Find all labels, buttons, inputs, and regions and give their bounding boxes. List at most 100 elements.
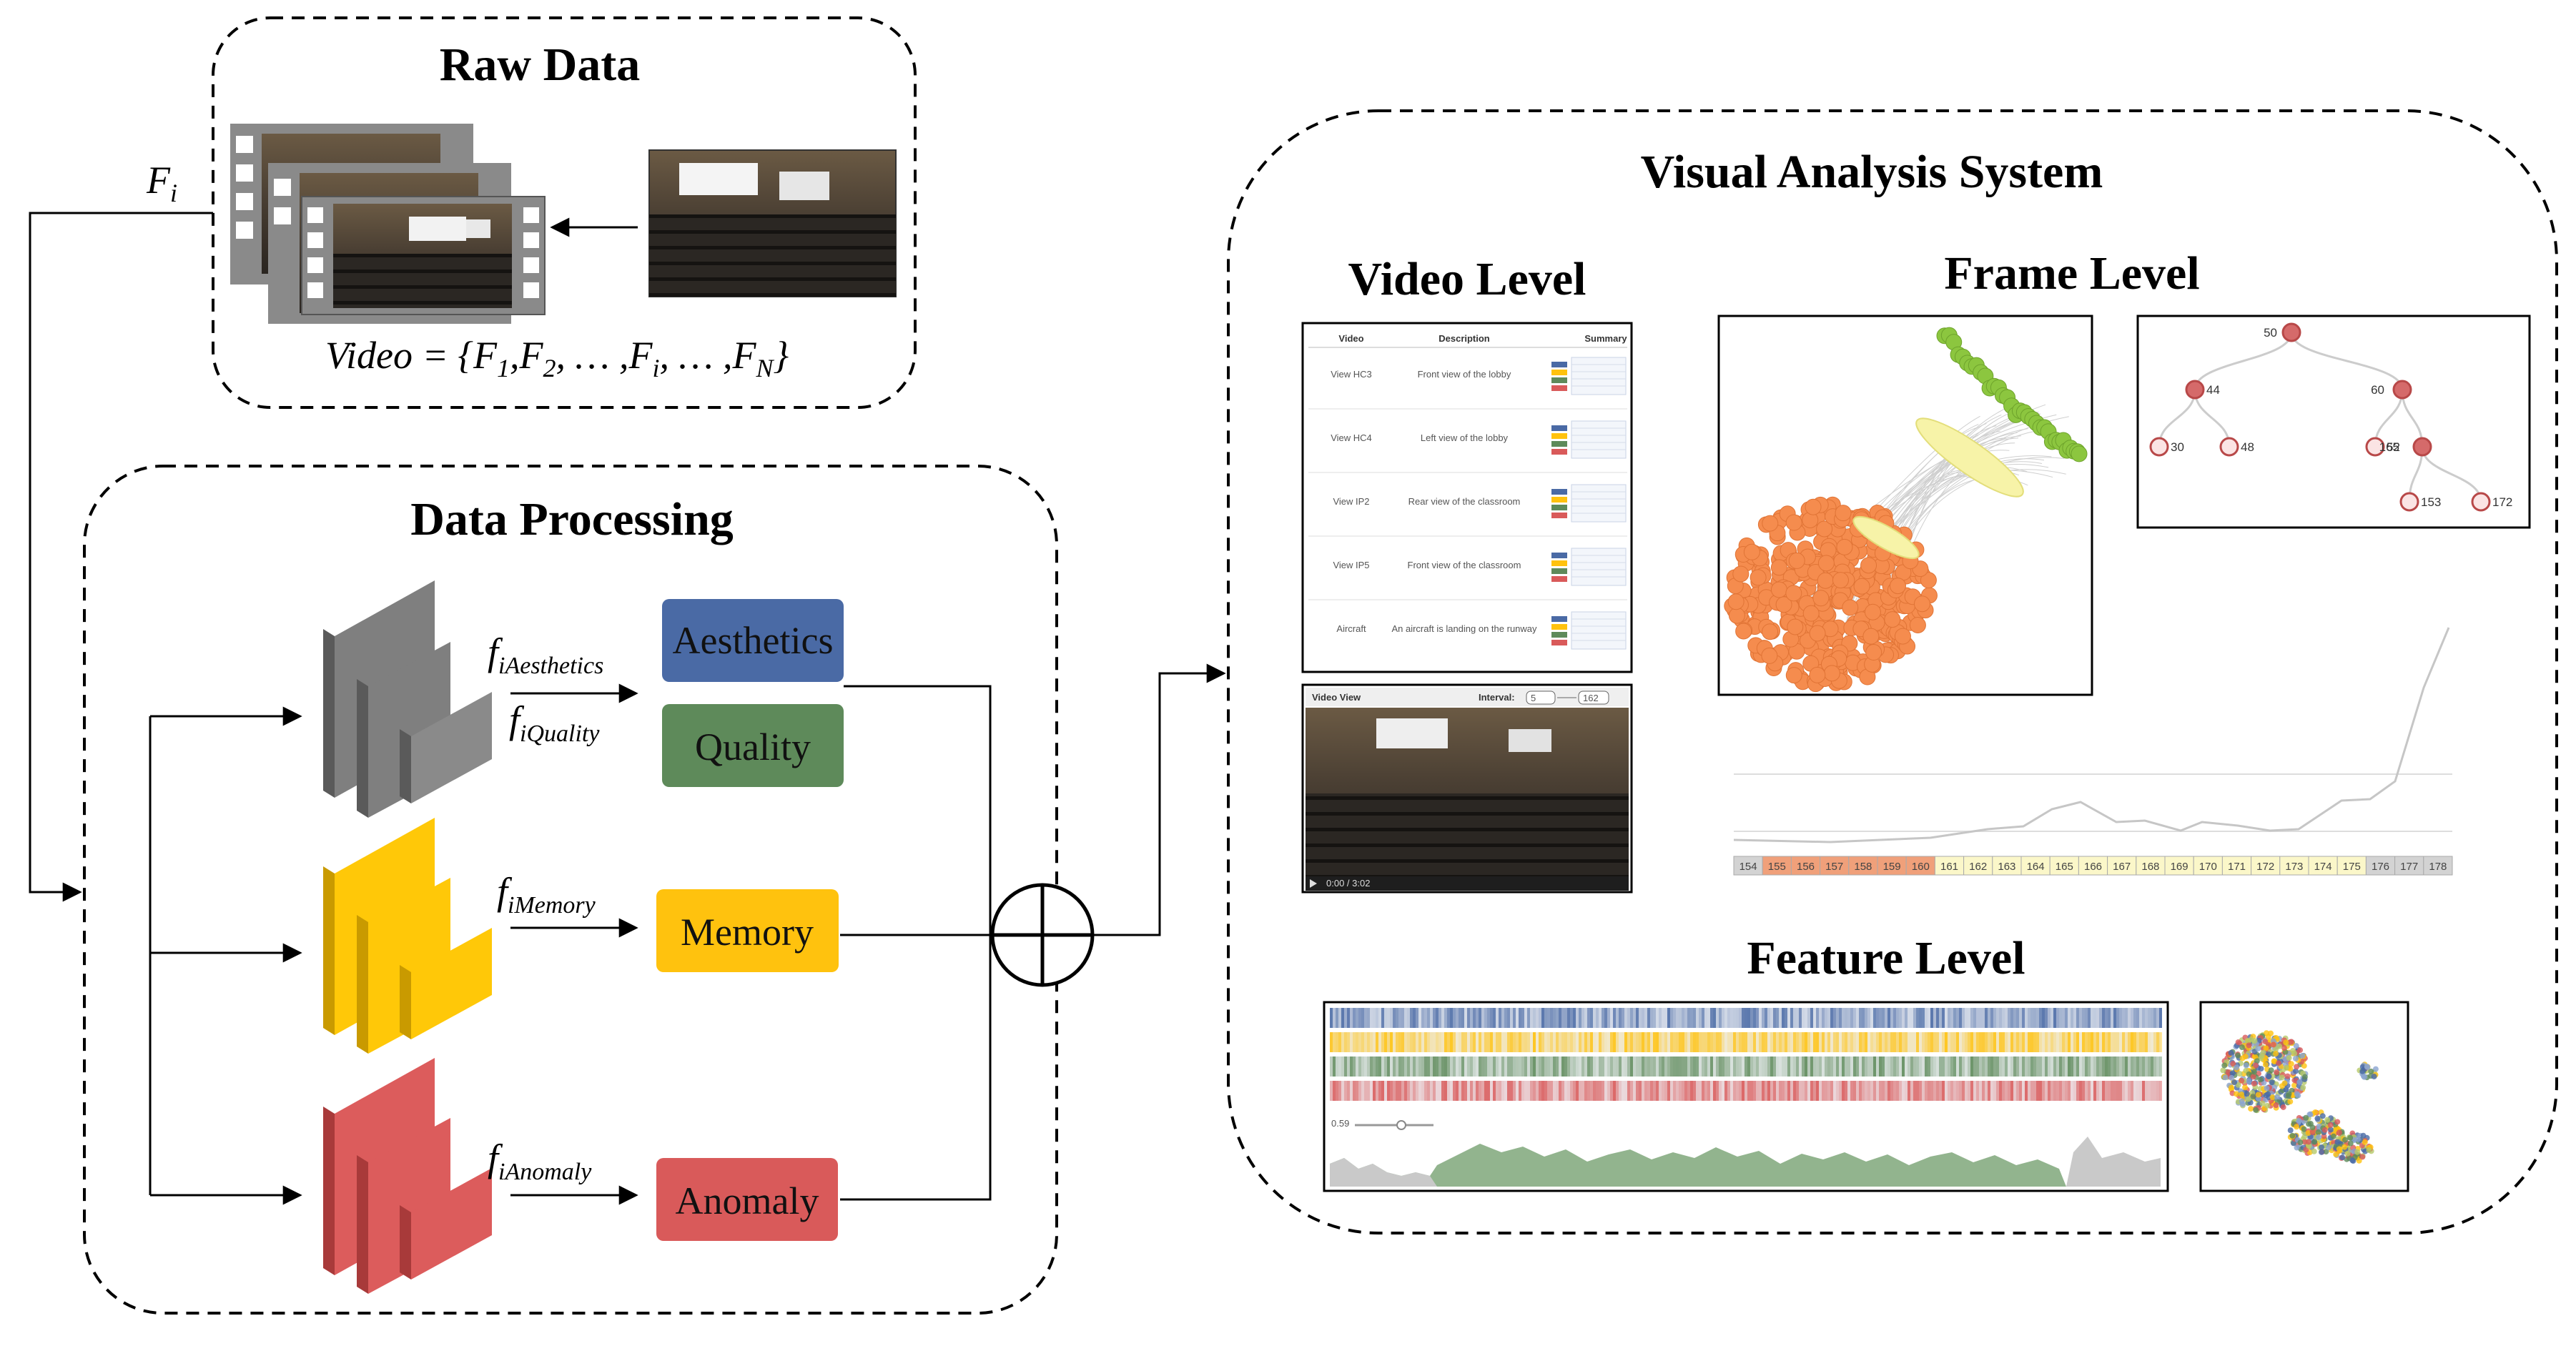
raw-data-panel: Raw Data [212, 16, 917, 409]
tree-node[interactable] [2219, 437, 2239, 457]
video-row-name[interactable]: View HC3 [1331, 369, 1372, 380]
video-level-title: Video Level [1348, 253, 1586, 305]
svg-text:172: 172 [2256, 861, 2274, 873]
frame-tick[interactable]: 169 [2164, 856, 2194, 876]
frame-level-title: Frame Level [1944, 247, 2199, 300]
frame-tick[interactable]: 162 [1963, 856, 1993, 876]
quality-feature-symbol: fiQuality [509, 698, 600, 747]
tree-node[interactable] [2185, 380, 2205, 400]
svg-text:178: 178 [2429, 861, 2447, 873]
frame-tick[interactable]: 154 [1733, 856, 1763, 876]
frame-tick[interactable]: 158 [1848, 856, 1878, 876]
svg-text:161: 161 [1940, 861, 1958, 873]
tree-node[interactable] [2412, 437, 2432, 457]
svg-text:162: 162 [1969, 861, 1987, 873]
frame-tick[interactable]: 177 [2394, 856, 2424, 876]
svg-text:169: 169 [2171, 861, 2188, 873]
slider-handle[interactable] [1396, 1120, 1406, 1130]
svg-text:Interval:: Interval: [1479, 692, 1515, 703]
svg-text:168: 168 [2141, 861, 2159, 873]
frame-tick[interactable]: 168 [2136, 856, 2166, 876]
frame-tick[interactable]: 173 [2279, 856, 2309, 876]
anomaly-feature-symbol: fiAnomaly [488, 1137, 592, 1185]
video-row-name[interactable]: Aircraft [1336, 623, 1366, 634]
tree-node-label: 153 [2421, 495, 2441, 509]
play-icon[interactable] [1310, 879, 1317, 888]
tree-node[interactable] [2399, 492, 2419, 512]
frame-tick[interactable]: 163 [1992, 856, 2022, 876]
svg-text:Video: Video [1338, 333, 1363, 344]
svg-text:162: 162 [1583, 693, 1599, 703]
svg-text:Memory: Memory [681, 911, 814, 954]
svg-text:173: 173 [2285, 861, 2303, 873]
frame-tick[interactable]: 157 [1820, 856, 1850, 876]
frame-tick[interactable]: 172 [2251, 856, 2281, 876]
frame-tick[interactable]: 174 [2308, 856, 2338, 876]
feature-timeline-panel: 0.59 [1323, 1001, 2169, 1192]
frame-tick[interactable]: 155 [1762, 856, 1792, 876]
aesthetics-quality-network-icon [323, 580, 492, 818]
svg-text:171: 171 [2228, 861, 2246, 873]
video-row-name[interactable]: View IP5 [1333, 560, 1369, 570]
memory-feature-symbol: fiMemory [497, 870, 596, 919]
interval-start-input[interactable] [1526, 691, 1556, 705]
feature-fusion-symbol [990, 883, 1095, 987]
frame-tick[interactable]: 171 [2221, 856, 2252, 876]
visual-analysis-panel: Visual Analysis System Video Level Frame… [1227, 109, 2558, 1234]
frame-tick[interactable]: 156 [1790, 856, 1821, 876]
svg-text:167: 167 [2113, 861, 2131, 873]
video-row-desc: Front view of the lobby [1418, 369, 1511, 380]
tree-node[interactable] [2149, 437, 2169, 457]
video-view-panel: Video View Interval: 5 162 0:00 / 3:02 [1301, 683, 1633, 894]
frame-tick[interactable]: 159 [1877, 856, 1907, 876]
frame-tick[interactable]: 176 [2365, 856, 2396, 876]
aesthetics-box: Aesthetics [662, 599, 844, 682]
svg-text:165: 165 [2056, 861, 2073, 873]
video-row-name[interactable]: View IP2 [1333, 496, 1369, 507]
tree-node[interactable] [2365, 437, 2385, 457]
video-controls-bar[interactable] [1306, 876, 1629, 891]
tree-node-label: 30 [2171, 440, 2184, 454]
svg-text:159: 159 [1883, 861, 1901, 873]
frame-tick[interactable]: 161 [1934, 856, 1965, 876]
svg-text:154: 154 [1739, 861, 1757, 873]
interval-end-input[interactable] [1578, 691, 1609, 705]
video-row-desc: Rear view of the classroom [1408, 496, 1521, 507]
video-row-desc: Left view of the lobby [1421, 432, 1509, 443]
tree-node-label: 60 [2371, 383, 2384, 397]
svg-text:164: 164 [2027, 861, 2045, 873]
video-row-name[interactable]: View HC4 [1331, 432, 1372, 443]
tree-node[interactable] [2392, 380, 2412, 400]
tree-node[interactable] [2281, 322, 2301, 342]
frame-tick[interactable]: 170 [2193, 856, 2223, 876]
tree-node-label: 52 [2387, 440, 2400, 454]
svg-text:177: 177 [2400, 861, 2418, 873]
frame-tick[interactable]: 166 [2078, 856, 2108, 876]
data-processing-title: Data Processing [410, 493, 734, 545]
svg-text:Anomaly: Anomaly [676, 1179, 819, 1222]
memory-network-icon [323, 818, 492, 1054]
frame-tick[interactable]: 164 [2020, 856, 2051, 876]
frame-tick[interactable]: 165 [2049, 856, 2079, 876]
frame-tick[interactable]: 167 [2107, 856, 2137, 876]
frame-label: Fi [146, 159, 177, 207]
tree-node[interactable] [2471, 492, 2491, 512]
svg-text:0:00 / 3:02: 0:00 / 3:02 [1326, 878, 1370, 889]
tree-node-label: 44 [2206, 383, 2220, 397]
video-frames-stack [230, 124, 546, 324]
frame-tick[interactable]: 178 [2423, 856, 2453, 876]
memory-box: Memory [656, 889, 839, 972]
svg-text:163: 163 [1998, 861, 2015, 873]
svg-text:Aesthetics: Aesthetics [673, 619, 834, 662]
frame-tick[interactable]: 160 [1905, 856, 1935, 876]
frame-tick[interactable]: 175 [2336, 856, 2367, 876]
svg-text:156: 156 [1797, 861, 1815, 873]
frame-feed-arrow [29, 212, 213, 902]
tree-node-label: 48 [2241, 440, 2254, 454]
svg-text:5: 5 [1531, 693, 1536, 703]
tree-node-label: 165 [2379, 440, 2399, 454]
